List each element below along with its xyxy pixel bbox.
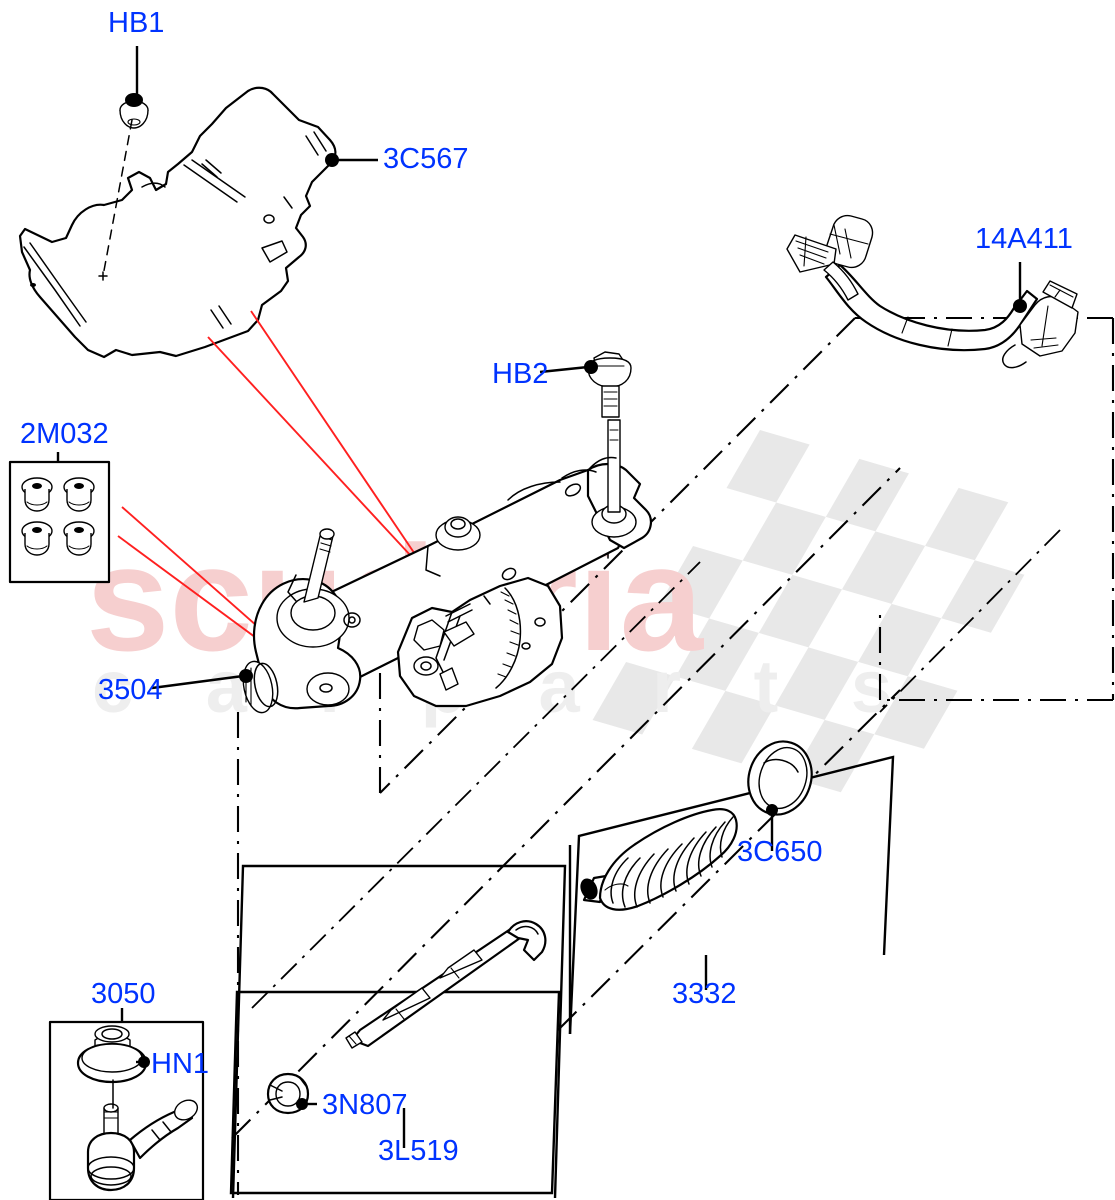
label-3L519[interactable]: 3L519 <box>378 1135 459 1167</box>
part-mounting-bolt-HB2 <box>587 351 632 418</box>
group-box-3L519-outline <box>231 864 567 1199</box>
assembly-alignment-lines <box>231 316 1115 1195</box>
label-2M032[interactable]: 2M032 <box>20 418 109 450</box>
group-box-3L519 <box>229 990 561 1195</box>
label-3504[interactable]: 3504 <box>98 674 163 706</box>
group-box-3332 <box>568 755 895 1035</box>
label-3332[interactable]: 3332 <box>672 978 737 1010</box>
label-HN1[interactable]: HN1 <box>151 1048 209 1080</box>
label-HB2[interactable]: HB2 <box>492 358 548 390</box>
part-labels: HB1 3C567 14A411 HB2 2M032 3504 3C650 33… <box>20 7 1073 1167</box>
label-3C650[interactable]: 3C650 <box>737 836 822 868</box>
part-heat-shield-3C567 <box>18 86 337 359</box>
part-bellows-boot-3332 <box>580 808 738 911</box>
hb1-install-line <box>102 119 133 277</box>
part-heat-shield-nut-HB1 <box>119 93 149 129</box>
leader-red-shield-1 <box>250 310 426 570</box>
label-3050[interactable]: 3050 <box>91 978 156 1010</box>
part-bushing-set-2M032 <box>21 477 95 556</box>
part-wiring-harness-14A411 <box>786 214 1079 369</box>
label-3C567[interactable]: 3C567 <box>383 143 468 175</box>
group-box-2M032 <box>8 460 111 584</box>
checkered-flag-icon <box>592 430 1025 793</box>
part-outer-tie-rod-end-3050 <box>76 1025 199 1192</box>
part-inner-tie-rod-3L519 <box>345 920 547 1049</box>
label-3N807[interactable]: 3N807 <box>322 1089 407 1121</box>
label-14A411[interactable]: 14A411 <box>975 223 1073 255</box>
part-boot-clamp-3C650 <box>747 740 813 816</box>
leader-3504 <box>151 674 244 690</box>
leader-HB2 <box>539 365 589 374</box>
part-steering-gear-3504 <box>242 419 652 714</box>
label-HB1[interactable]: HB1 <box>108 7 164 39</box>
leader-red-shield-2 <box>207 336 425 571</box>
